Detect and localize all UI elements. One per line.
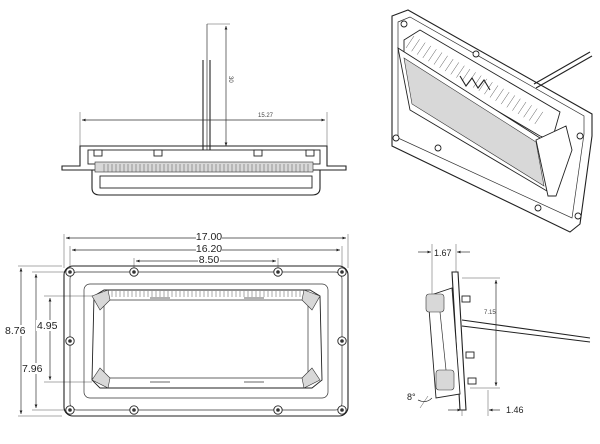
front-hole-height-label: 7.96	[22, 363, 43, 375]
iso-fin	[512, 98, 521, 111]
front-overall-width-label: 17.00	[196, 231, 222, 243]
front-label-bg	[196, 231, 222, 241]
front-corner-bracket	[91, 289, 111, 311]
iso-fin	[411, 39, 420, 52]
iso-fin	[405, 35, 415, 49]
front-housing	[91, 289, 323, 389]
iso-side-cap	[535, 125, 573, 197]
iso-fin	[456, 65, 465, 78]
iso-mount-screw	[400, 20, 408, 28]
front-screw-center	[340, 270, 344, 274]
iso-cable-wire	[535, 55, 593, 89]
side-angle-line	[419, 395, 429, 409]
iso-fin	[506, 95, 516, 108]
top-view: 30 15.27	[61, 23, 347, 196]
front-flange-outer	[63, 265, 349, 417]
iso-fin	[534, 111, 544, 125]
iso-flange-outer	[391, 9, 593, 233]
top-stud	[153, 149, 163, 157]
front-hole-spacing-label: 16.20	[196, 243, 222, 255]
front-screw-center	[68, 339, 72, 343]
top-stud	[305, 149, 315, 157]
top-body	[91, 170, 321, 196]
front-screw-center	[68, 408, 72, 412]
side-stud	[461, 295, 471, 303]
front-overall-height-label: 8.76	[5, 325, 26, 337]
side-flange-depth-label: 1.67	[434, 248, 452, 258]
iso-mount-screw	[392, 134, 400, 142]
front-inner-spacing-label: 8.50	[199, 254, 220, 266]
side-base-depth-label: 1.46	[506, 405, 524, 415]
top-cable-length-label: 30	[227, 76, 233, 83]
iso-fin	[528, 108, 538, 121]
front-view: 17.00 16.20 8.50 8.76 7.96 4.95	[5, 231, 349, 417]
side-cable-wire	[461, 325, 591, 343]
side-upper-cap	[425, 293, 445, 313]
iso-fin	[517, 101, 527, 115]
front-corner-bracket	[301, 289, 321, 311]
iso-wave-mark	[459, 75, 491, 91]
front-screw-center	[276, 408, 280, 412]
iso-fin	[428, 49, 437, 62]
front-label-bg	[36, 320, 58, 331]
front-screw-center	[340, 408, 344, 412]
iso-fin	[478, 78, 488, 92]
iso-cable-wire	[533, 51, 591, 85]
top-stud	[93, 149, 103, 157]
iso-fins	[405, 35, 544, 125]
iso-mount-screw	[472, 50, 480, 58]
iso-mount-screw	[434, 144, 442, 152]
top-lower-body	[99, 175, 313, 189]
iso-fin	[439, 55, 448, 68]
iso-fin	[444, 58, 454, 72]
iso-fin	[422, 45, 432, 59]
iso-mount-screw	[576, 132, 584, 140]
side-height-label: 7.15	[484, 310, 496, 316]
iso-fin	[461, 68, 471, 82]
front-screw-center	[340, 339, 344, 343]
front-lens	[103, 299, 309, 379]
front-inner-height-label: 4.95	[37, 320, 58, 332]
front-corner-bracket	[91, 367, 111, 389]
side-view: 1.67 7.15 8° 1.46	[407, 244, 591, 416]
side-angle-arc	[417, 397, 433, 402]
iso-mount-screw	[574, 212, 582, 220]
side-angle-label: 8°	[407, 392, 416, 402]
iso-fin	[489, 85, 499, 98]
iso-fin	[416, 42, 426, 55]
front-label-bg	[22, 363, 44, 374]
top-width-label: 15.27	[258, 113, 274, 119]
iso-mount-screw	[534, 204, 542, 212]
front-recess	[83, 283, 329, 399]
front-label-bg	[5, 325, 25, 336]
iso-fin	[450, 62, 460, 75]
side-lower-cap	[435, 369, 455, 391]
side-stud	[467, 377, 477, 385]
iso-fin	[472, 75, 482, 88]
side-cable-wire	[461, 319, 591, 339]
front-label-bg	[196, 243, 222, 253]
iso-fin	[495, 88, 504, 101]
side-stud	[465, 351, 475, 359]
front-label-bg	[198, 254, 220, 264]
front-corner-bracket	[301, 367, 321, 389]
iso-fin	[523, 105, 532, 118]
isometric-view	[391, 9, 593, 233]
iso-fin	[433, 52, 443, 65]
front-teeth	[111, 291, 301, 297]
top-stud	[253, 149, 263, 157]
front-screws	[65, 267, 347, 415]
iso-lens	[403, 57, 545, 187]
front-screw-center	[132, 270, 136, 274]
front-screw-center	[276, 270, 280, 274]
side-body-edge	[439, 311, 447, 371]
front-screw-center	[132, 408, 136, 412]
front-screw-center	[68, 270, 72, 274]
top-fins	[103, 164, 309, 172]
iso-fin	[500, 91, 510, 105]
